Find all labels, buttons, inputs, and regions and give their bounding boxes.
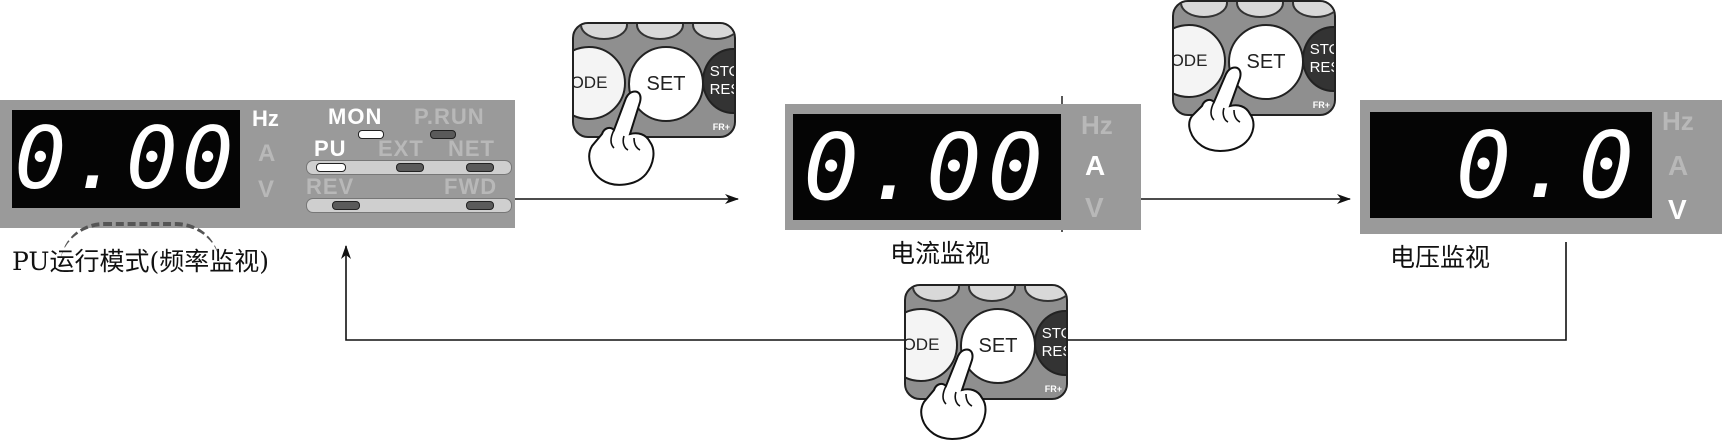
keypad-top-bump — [1292, 2, 1334, 18]
keypad-image-3: ODE SET STO RES FR+ — [904, 284, 1068, 400]
pu-indicator-label: PU — [314, 136, 347, 161]
pointing-hand-icon — [920, 348, 987, 440]
pu-led — [316, 163, 346, 172]
keypad-top-bump — [968, 286, 1016, 302]
unit-v-indicator: V — [1085, 192, 1104, 223]
set-button[interactable]: SET — [1228, 24, 1304, 100]
stop-label: STO — [1041, 325, 1066, 342]
stop-reset-button[interactable]: STO RES — [702, 48, 734, 114]
stop-label: STO — [1309, 41, 1334, 58]
rev-led — [332, 201, 360, 210]
model-tag: FR+ — [1312, 100, 1330, 110]
stop-reset-button[interactable]: STO RES — [1034, 310, 1066, 376]
unit-hz-indicator: Hz — [252, 106, 279, 131]
keypad-top-bump — [1024, 286, 1066, 302]
keypad-top-bump — [636, 24, 684, 40]
net-indicator-label: NET — [448, 136, 495, 161]
prun-led — [430, 130, 456, 139]
unit-a-indicator: A — [1668, 150, 1689, 181]
keypad-top-bump — [912, 286, 960, 302]
fwd-led — [466, 201, 494, 210]
set-button[interactable]: SET — [960, 308, 1036, 384]
frequency-display: 0.00 — [12, 109, 240, 209]
keypad-top-bump — [692, 24, 734, 40]
reset-label: RES — [1309, 59, 1334, 76]
reset-label: RES — [1041, 343, 1066, 360]
ext-led — [396, 163, 424, 172]
unit-v-indicator: V — [1668, 194, 1687, 225]
current-monitor-panel: 0.00 Hz A V — [785, 104, 1141, 230]
current-monitor-caption: 电流监视 — [890, 239, 991, 268]
setting-dial[interactable] — [60, 222, 220, 266]
pu-mode-caption: PU运行模式(频率监视) — [12, 247, 269, 276]
model-tag: FR+ — [712, 122, 730, 132]
pointing-hand-icon — [588, 90, 655, 186]
voltage-display: 0.0 — [1370, 112, 1652, 219]
unit-a-indicator: A — [1085, 150, 1106, 181]
mon-indicator-label: MON — [328, 104, 383, 129]
keypad-top-bump — [1180, 2, 1228, 18]
unit-hz-indicator: Hz — [1081, 110, 1113, 140]
prun-indicator-label: P.RUN — [414, 104, 485, 129]
keypad-top-bump — [1236, 2, 1284, 18]
voltage-monitor-caption: 电压监视 — [1390, 243, 1491, 272]
pointing-hand-icon — [1188, 66, 1255, 152]
reset-label: RES — [709, 81, 734, 98]
stop-label: STO — [709, 63, 734, 80]
pu-mode-panel: 0.00 Hz A V MON P.RUN PU EXT NET REV FWD — [0, 100, 515, 228]
keypad-image-1: ODE SET STO RES FR+ — [572, 22, 736, 138]
net-led — [466, 163, 494, 172]
keypad-image-2: ODE SET STO RES FR+ — [1172, 0, 1336, 116]
fwd-indicator-label: FWD — [444, 174, 498, 199]
unit-v-indicator: V — [258, 176, 275, 203]
unit-hz-indicator: Hz — [1662, 106, 1694, 136]
model-tag: FR+ — [1044, 384, 1062, 394]
current-display: 0.00 — [793, 114, 1061, 221]
keypad-top-bump — [580, 24, 628, 40]
ext-indicator-label: EXT — [378, 136, 424, 161]
mon-led — [358, 130, 384, 139]
voltage-monitor-panel: 0.0 Hz A V — [1360, 100, 1722, 234]
unit-a-indicator: A — [258, 140, 276, 167]
rev-indicator-label: REV — [306, 174, 355, 199]
stop-reset-button[interactable]: STO RES — [1302, 26, 1334, 92]
